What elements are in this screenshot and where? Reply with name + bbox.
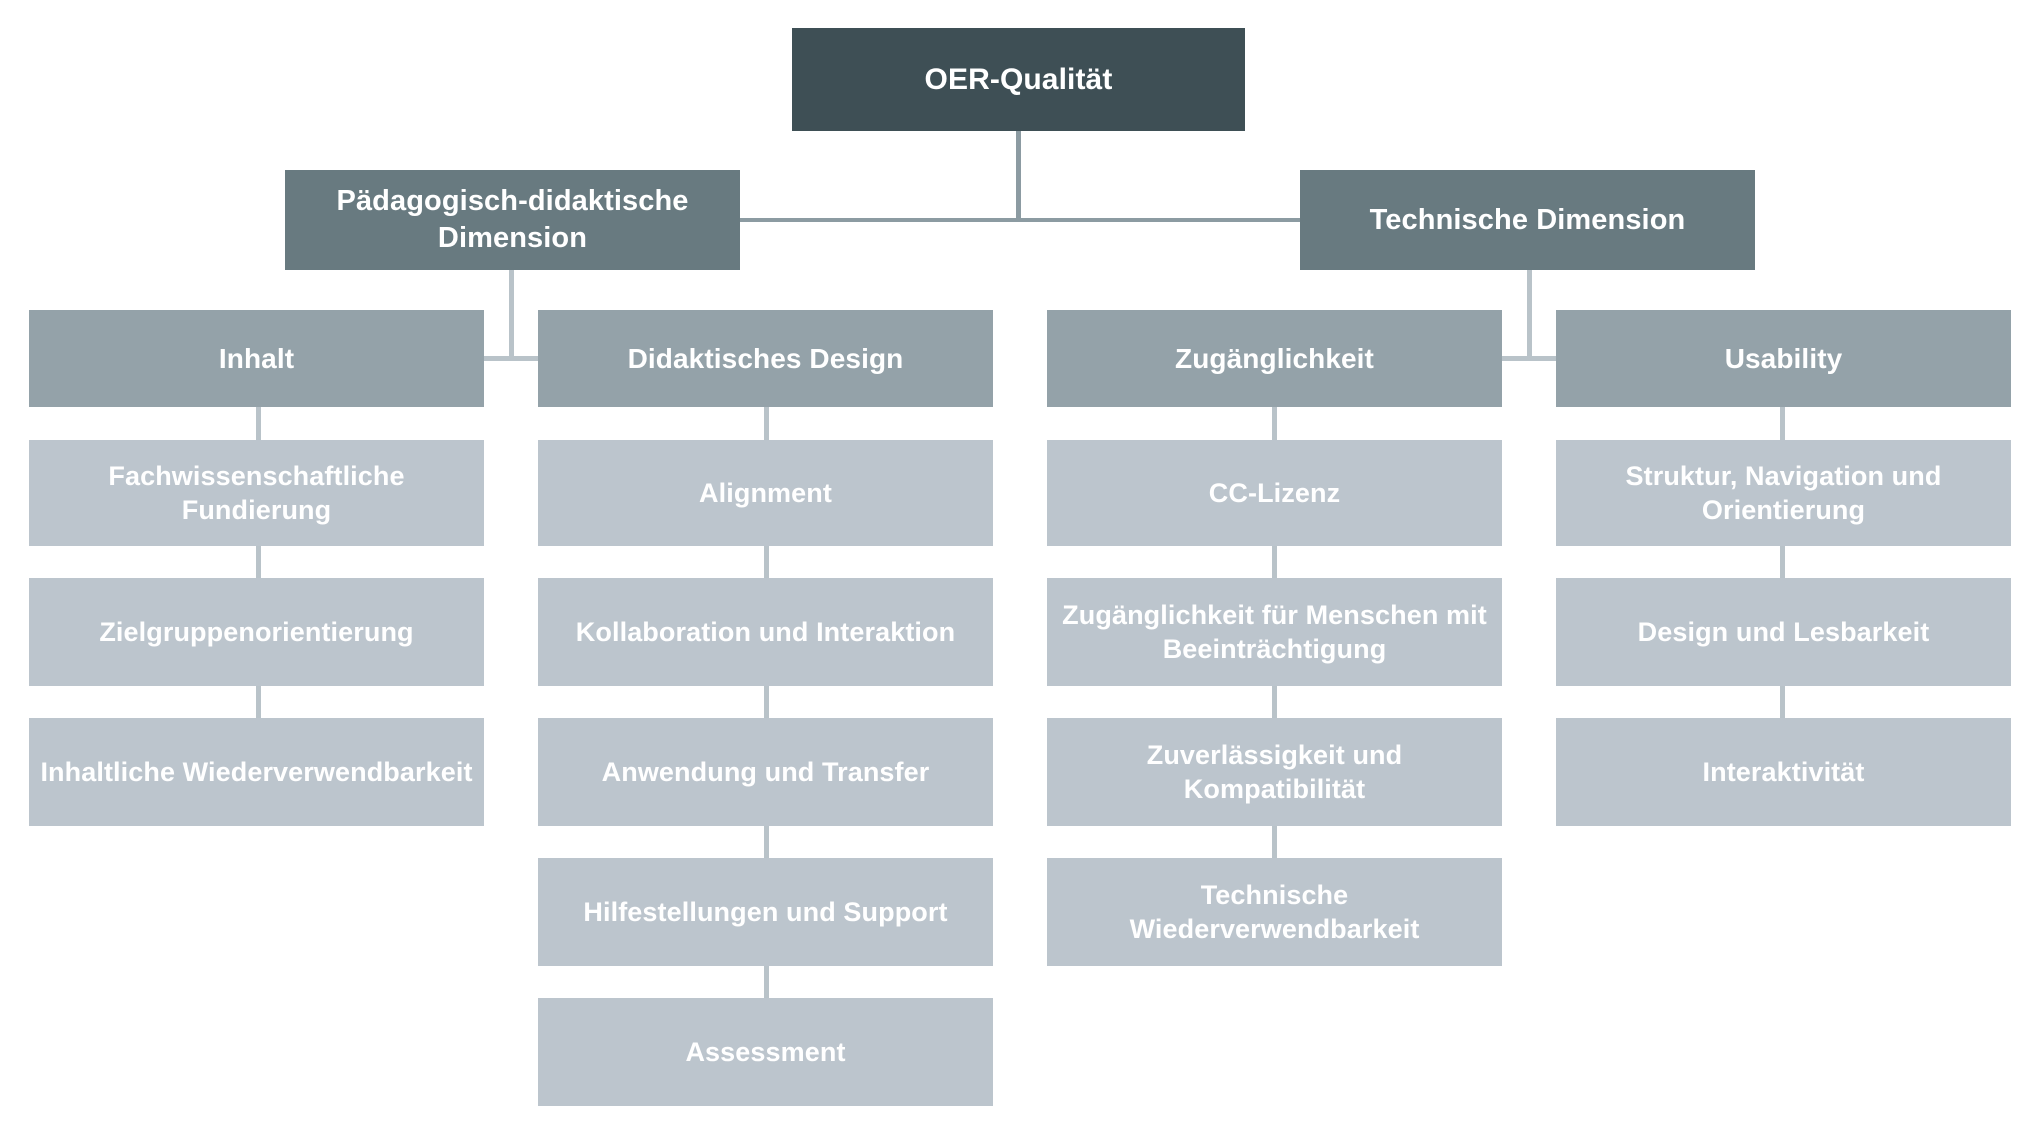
connector-column-didaktisches-design (764, 407, 769, 440)
connector-dimension-crossbar (740, 218, 1300, 222)
node-category-usability[interactable]: Usability (1556, 310, 2011, 407)
connector-column-inhalt (256, 407, 261, 440)
connector-right-category-crossbar (1502, 356, 1556, 361)
connector-column-zugaenglichkeit (1272, 546, 1277, 578)
node-leaf-kollaboration-und-interaktion[interactable]: Kollaboration und Interaktion (538, 578, 993, 686)
node-leaf-alignment[interactable]: Alignment (538, 440, 993, 546)
connector-column-zugaenglichkeit (1272, 407, 1277, 440)
node-category-didaktisches-design[interactable]: Didaktisches Design (538, 310, 993, 407)
connector-column-zugaenglichkeit (1272, 686, 1277, 718)
connector-right-dimension-stem (1527, 270, 1532, 360)
node-leaf-fachwissenschaftliche-fundierung[interactable]: Fachwissenschaftliche Fundierung (29, 440, 484, 546)
node-leaf-technische-wiederverwendbarkeit[interactable]: Technische Wiederverwendbarkeit (1047, 858, 1502, 966)
node-leaf-zuverlaessigkeit-und-kompatibilitaet[interactable]: Zuverlässigkeit und Kompatibilität (1047, 718, 1502, 826)
connector-left-dimension-stem (509, 270, 514, 360)
node-leaf-anwendung-und-transfer[interactable]: Anwendung und Transfer (538, 718, 993, 826)
node-leaf-assessment[interactable]: Assessment (538, 998, 993, 1106)
node-category-zugaenglichkeit[interactable]: Zugänglichkeit (1047, 310, 1502, 407)
connector-column-didaktisches-design (764, 826, 769, 858)
node-dimension-technisch[interactable]: Technische Dimension (1300, 170, 1755, 270)
connector-column-usability (1780, 686, 1785, 718)
node-root-oer-qualitaet[interactable]: OER-Qualität (792, 28, 1245, 131)
node-category-inhalt[interactable]: Inhalt (29, 310, 484, 407)
node-dimension-paedagogisch-didaktisch[interactable]: Pädagogisch-didaktische Dimension (285, 170, 740, 270)
node-leaf-design-und-lesbarkeit[interactable]: Design und Lesbarkeit (1556, 578, 2011, 686)
node-leaf-struktur-navigation-und-orientierung[interactable]: Struktur, Navigation und Orientierung (1556, 440, 2011, 546)
node-leaf-zielgruppenorientierung[interactable]: Zielgruppenorientierung (29, 578, 484, 686)
connector-left-category-crossbar (484, 356, 538, 361)
node-leaf-cc-lizenz[interactable]: CC-Lizenz (1047, 440, 1502, 546)
connector-column-didaktisches-design (764, 546, 769, 578)
connector-column-didaktisches-design (764, 966, 769, 998)
connector-column-inhalt (256, 546, 261, 578)
connector-root-stem (1016, 131, 1021, 220)
connector-column-didaktisches-design (764, 686, 769, 718)
connector-column-usability (1780, 407, 1785, 440)
node-leaf-zugaenglichkeit-fuer-menschen-mit-beeintraechtigung[interactable]: Zugänglichkeit für Menschen mit Beeinträ… (1047, 578, 1502, 686)
connector-column-inhalt (256, 686, 261, 718)
connector-column-zugaenglichkeit (1272, 826, 1277, 858)
node-leaf-interaktivitaet[interactable]: Interaktivität (1556, 718, 2011, 826)
connector-column-usability (1780, 546, 1785, 578)
node-leaf-hilfestellungen-und-support[interactable]: Hilfestellungen und Support (538, 858, 993, 966)
node-leaf-inhaltliche-wiederverwendbarkeit[interactable]: Inhaltliche Wiederverwendbarkeit (29, 718, 484, 826)
